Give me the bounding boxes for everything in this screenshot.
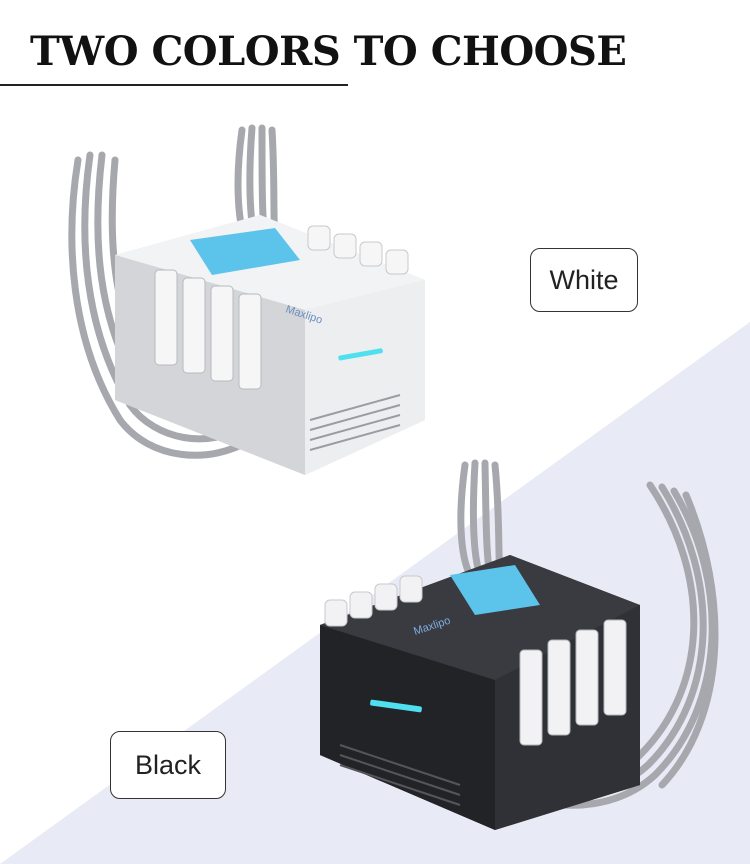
white-color-label: White bbox=[530, 248, 638, 312]
page-title: TWO COLORS TO CHOOSE bbox=[30, 28, 627, 75]
title-divider bbox=[0, 84, 348, 86]
black-device-image: Maxlipo bbox=[320, 459, 719, 830]
white-device-image: Maxlipo bbox=[68, 124, 425, 475]
black-color-label: Black bbox=[110, 731, 226, 799]
